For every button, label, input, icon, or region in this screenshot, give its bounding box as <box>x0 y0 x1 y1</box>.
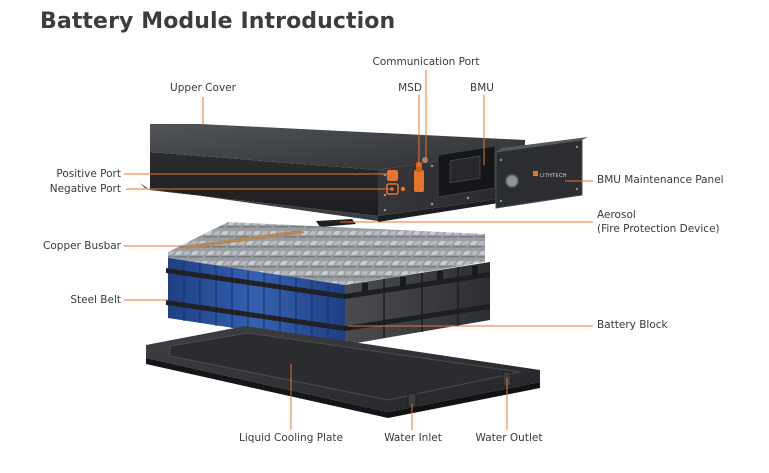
label-aerosol-subtitle: (Fire Protection Device) <box>597 223 720 235</box>
label-negative-port: Negative Port <box>49 183 121 195</box>
tray-rim-front <box>146 358 388 418</box>
logo-mark-icon <box>533 171 538 176</box>
label-copper-busbar: Copper Busbar <box>43 240 121 252</box>
label-aerosol: Aerosol <box>597 209 636 221</box>
aerosol-device <box>316 219 356 227</box>
leader-dots <box>390 158 428 191</box>
upper-cover-flange <box>140 183 378 221</box>
label-battery-block: Battery Block <box>597 319 668 331</box>
bmu-unit <box>449 155 481 184</box>
upper-cover-top <box>150 124 525 170</box>
bmu-panel-edge <box>496 137 588 152</box>
battery-pack <box>166 222 490 345</box>
page-title: Battery Module Introduction <box>40 9 396 34</box>
label-upper-cover: Upper Cover <box>170 82 236 94</box>
label-steel-belt: Steel Belt <box>70 294 121 306</box>
battery-belt-side-lower <box>345 304 490 331</box>
upper-cover <box>140 124 530 222</box>
label-liquid-cooling-plate: Liquid Cooling Plate <box>239 432 343 444</box>
steel-belt-lower <box>166 300 345 331</box>
msd-switch <box>414 170 424 192</box>
label-positive-port: Positive Port <box>56 168 121 180</box>
battery-belt-side-upper <box>345 272 490 299</box>
bmu-maintenance-panel <box>495 137 588 209</box>
tray-inner <box>169 332 521 401</box>
liquid-cooling-plate <box>146 326 540 418</box>
port-screw <box>400 186 406 192</box>
steel-belt-upper <box>166 268 345 299</box>
label-communication-port: Communication Port <box>372 56 480 68</box>
label-bmu: BMU <box>470 82 494 94</box>
label-msd: MSD <box>398 82 422 94</box>
side-flange <box>378 195 530 222</box>
panel-gland-icon <box>505 174 519 188</box>
busbar-strip <box>182 230 305 249</box>
leader-lines <box>124 70 593 430</box>
panel-screws <box>499 145 579 203</box>
block-notches <box>362 266 478 293</box>
label-water-outlet: Water Outlet <box>475 432 543 444</box>
bmu-panel-logo: LITHTECH <box>540 173 567 179</box>
upper-cover-front <box>150 152 378 216</box>
label-water-inlet: Water Inlet <box>384 432 442 444</box>
label-bmu-maintenance-panel: BMU Maintenance Panel <box>597 174 724 186</box>
tray-rim-side <box>388 382 540 418</box>
